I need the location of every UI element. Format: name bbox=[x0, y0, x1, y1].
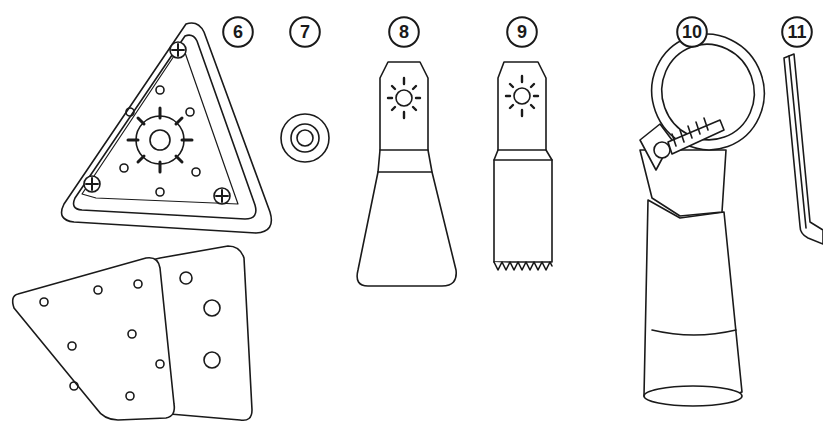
washer bbox=[281, 114, 329, 162]
callout-number: 10 bbox=[682, 23, 702, 41]
sanding-pad bbox=[62, 23, 272, 233]
hex-key bbox=[784, 54, 823, 244]
callout-number: 7 bbox=[300, 23, 310, 41]
callout-circle: 8 bbox=[388, 16, 420, 48]
callout-circle: 9 bbox=[506, 16, 538, 48]
callout-circle: 10 bbox=[676, 16, 708, 48]
callout-number: 6 bbox=[233, 23, 243, 41]
callout-number: 11 bbox=[787, 23, 806, 41]
saw-blade bbox=[494, 62, 552, 270]
callout-circle: 7 bbox=[289, 16, 321, 48]
callout-number: 9 bbox=[517, 23, 527, 41]
callout-circle: 11 bbox=[781, 16, 813, 48]
sanding-sheets bbox=[13, 246, 252, 420]
scraper-blade bbox=[357, 62, 456, 286]
dust-adapter bbox=[636, 18, 781, 406]
callout-circle: 6 bbox=[222, 16, 254, 48]
callout-number: 8 bbox=[399, 23, 409, 41]
